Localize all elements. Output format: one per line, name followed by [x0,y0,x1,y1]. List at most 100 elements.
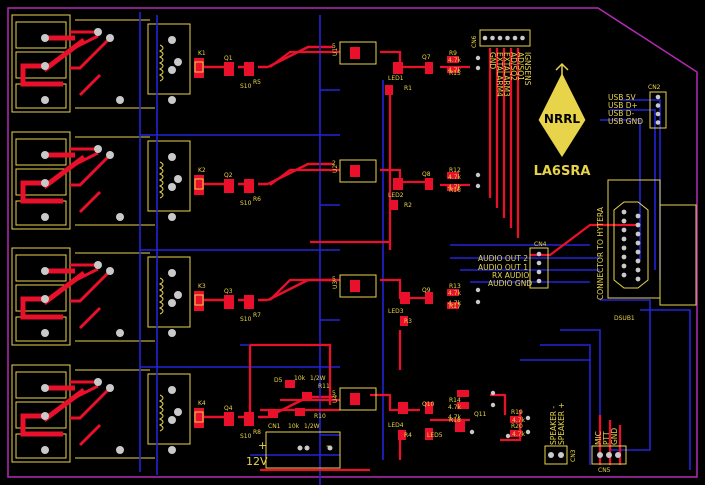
pad [116,446,124,454]
resistor-value: 4.7k [448,300,462,307]
pad [41,267,49,275]
cn5-labels: MIC PTT GND CN5 [594,428,619,474]
led-ref: LED2 [388,192,404,199]
resistor-ref: R2 [404,202,412,209]
relay-ref: K1 [198,50,206,57]
nrrl-logo: NRRL [537,62,587,159]
pad [621,209,627,215]
pad [482,35,488,41]
cn3-pin: SPEAKER + [557,402,566,445]
led-ref: LED3 [388,308,404,315]
cn3-ref: CN3 [570,449,577,462]
cn1-minus: - [326,439,330,452]
resistor-ref: R7 [253,312,261,319]
diode-ref: S10 [240,433,252,440]
pad [41,96,49,104]
cn6-labels: CN6 GND EXTALARM4 EXTALARM3 AD/SQ2 AD/SQ… [471,35,532,97]
opto-ref: U3 [332,281,339,289]
pad [490,35,495,41]
pad [525,429,531,435]
resistor-value: 4.7k [448,67,462,74]
pad [606,452,612,458]
resistor-value: 4.7k [448,414,462,421]
cn6-ref: CN6 [471,35,478,48]
cn2-ref: CN2 [648,84,661,91]
pad [525,415,531,421]
cn5-pin: MIC [594,431,603,445]
pad [41,213,49,221]
r19-value: 4.7k [512,417,526,424]
pad [168,213,176,221]
pad [94,378,102,386]
pad [475,299,481,305]
pad [558,452,564,458]
pad [635,240,641,246]
pad [655,120,661,125]
pad [505,35,510,41]
cn6-pin: EXTALARM3 [502,52,511,97]
opto-pin: 5 [332,276,336,283]
pad [475,287,481,293]
pad [106,384,114,392]
opto-ref: U1 [332,48,339,56]
resistor-value: 4.7k [448,404,462,411]
pad [520,35,525,41]
resistor-ref: R12 [449,167,461,174]
pad [297,445,303,451]
pad [621,263,627,269]
led-ref: LED1 [388,75,404,82]
resistor-ref: R16 [449,187,461,194]
pad [655,103,661,108]
pad [635,276,641,282]
pad [512,35,518,41]
pad [41,62,49,70]
pad [174,175,182,183]
pad [168,299,176,307]
resistor-ref: R13 [449,283,461,290]
cn2-pin: USB 5V [608,93,637,102]
pad [505,433,511,439]
pad [106,34,114,42]
pad [116,96,124,104]
cn5-pin: PTT [602,431,611,445]
cn6-pin: IGNSENS [523,52,532,86]
pad [327,445,333,451]
cn1-voltage: 12V [246,455,268,468]
dsub-label: CONNECTOR TO HYTERA [596,206,605,300]
r10-ref: R10 [314,413,326,420]
pad [168,66,176,74]
pad [106,267,114,275]
cn1-plus: + [258,439,267,452]
pad [621,236,627,242]
opto-pin: 5 [332,43,336,50]
fet-ref: Q8 [422,171,431,178]
pad [497,35,503,41]
pad [41,34,49,42]
cn1-connector [265,431,341,469]
fet-ref: Q1 [224,55,233,62]
resistor-ref: R6 [253,196,261,203]
fet-ref: Q3 [224,288,233,295]
pad [168,36,176,44]
pad [174,408,182,416]
resistor-value: 4.7k [448,57,462,64]
pad [168,386,176,394]
pad [475,65,481,71]
pad [41,446,49,454]
resistor-ref: R3 [404,318,412,325]
pad [621,227,627,233]
cn5-ref: CN5 [598,467,611,474]
pad [174,291,182,299]
pad [168,269,176,277]
cn5-header [591,445,627,465]
relay-block [11,247,333,346]
pad [41,412,49,420]
resistor-ref: R14 [449,397,461,404]
pad [94,261,102,269]
cn4-pin: AUDIO GND [488,279,532,288]
pad [490,390,496,396]
pad [116,213,124,221]
logo-text: NRRL [544,112,581,126]
cn6-pin: AD/SQ2 [509,52,518,81]
relay-block [11,14,333,113]
